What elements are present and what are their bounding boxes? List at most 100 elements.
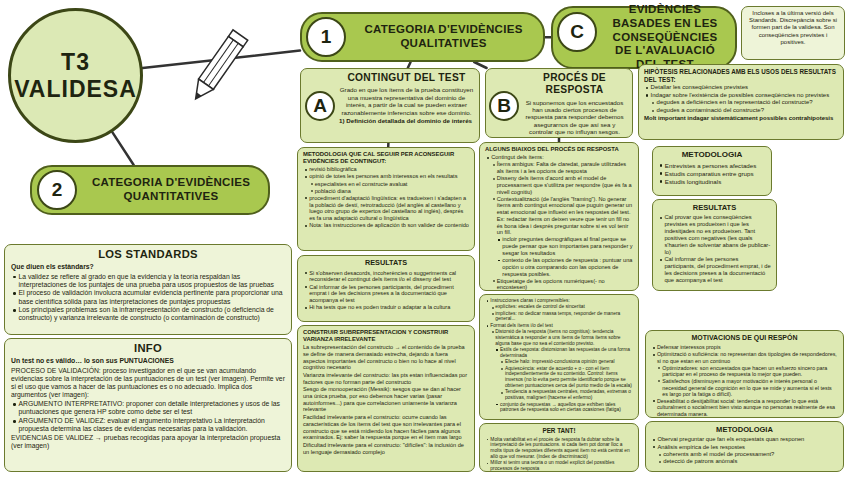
box-text: Entrevistes a persones afectades bbox=[658, 162, 766, 169]
pencil-stripe bbox=[203, 40, 233, 83]
box-text: Estudis longitudinals bbox=[658, 178, 766, 185]
box-heading: PER TANT! bbox=[485, 427, 633, 435]
info-box: MOTIVACIONS DE QUI RESPÓNDefensar intere… bbox=[645, 330, 844, 418]
text-holder: CATEGORIA D'EVIDÈNCIES QUALITATIVES bbox=[354, 23, 533, 51]
box-text: procediment d'adaptació lingüística: es … bbox=[303, 195, 469, 222]
text-holder: CATEGORIA D'EVIDÈNCIES QUANTITATIVES bbox=[84, 176, 258, 204]
box-heading: MOTIVACIONS DE QUI RESPÓN bbox=[651, 334, 838, 342]
box-text: Sesgo de monooperación (Messik): sesgos … bbox=[303, 386, 469, 413]
info-box: INFOUn test no es válido… lo son sus PUN… bbox=[4, 338, 292, 472]
box-text: coherents amb el model de processament? bbox=[651, 451, 838, 458]
connector-line bbox=[112, 132, 133, 165]
connector-line bbox=[474, 62, 486, 68]
info-box: CONSTRUIR SUBREPRESENTACION Y CONSTRUIR … bbox=[297, 325, 475, 472]
pencil-tip bbox=[188, 79, 213, 104]
box-text: conjunto de respuestas → aquellos que ex… bbox=[485, 402, 633, 414]
box-heading: CONSTRUIR SUBREPRESENTACION Y CONSTRUIR … bbox=[303, 329, 469, 343]
box-text: Disseny dels ítems d'acord amb el model … bbox=[485, 175, 633, 195]
callout-number: 1 bbox=[306, 17, 346, 57]
box-text: La subrepresentación del constructo → el… bbox=[303, 344, 469, 371]
box-text: Millor si tenim una teoria o un model ex… bbox=[485, 460, 633, 472]
box-text: El proceso de validación involucra acumu… bbox=[11, 289, 285, 305]
info-box: PROCÉS DE RESPOSTASi suponemos que los e… bbox=[485, 68, 633, 138]
callout-number: A bbox=[305, 91, 335, 121]
box-heading: METODOLOGIA bbox=[651, 425, 838, 434]
box-heading: CONTINGUT DEL TEST bbox=[339, 72, 474, 84]
text-holder: B bbox=[497, 95, 511, 118]
box-text: Grado en que los ítems de la prueba cons… bbox=[339, 86, 474, 116]
box-heading: METODOLOGIA QUE CAL SEGUIR PER ACONSEGUI… bbox=[303, 151, 469, 165]
box-text: Los principales problemas son la infrarr… bbox=[11, 306, 285, 322]
info-box: RESULTATSSi s'observen desacords, incohe… bbox=[297, 255, 475, 322]
callout-label: C bbox=[570, 21, 584, 44]
box-text: Varianza irrelevante del constructo: las… bbox=[303, 372, 469, 385]
info-box: PER TANT! Molta variabilitat en el procés… bbox=[479, 423, 639, 472]
box-text: CATEGORIA D'EVIDÈNCIES QUANTITATIVES bbox=[84, 176, 258, 204]
box-text: Obervai preguntar que fan els enquestats… bbox=[651, 436, 838, 443]
box-heading: PROCÉS DE RESPOSTA bbox=[522, 72, 627, 97]
box-text: Tendencia a respuestas centrales, modera… bbox=[485, 389, 633, 401]
box-text: degudes a deficiències en la representac… bbox=[644, 99, 838, 106]
box-text: Hi ha tests que no es poden traduir o ad… bbox=[303, 304, 469, 311]
box-text: Estudis comparatius entre grups bbox=[658, 170, 766, 177]
text-holder: 2 bbox=[52, 179, 63, 202]
box-text: Deseabilitat o desitjabilitat social: te… bbox=[651, 398, 838, 417]
pencil-body bbox=[188, 30, 247, 104]
box-text: Que diuen els estàndars? bbox=[11, 263, 285, 271]
box-text: Aquiescència: estar de acuerdo + o - con… bbox=[485, 366, 633, 389]
box-text: Contingut dels ítems: bbox=[485, 154, 633, 161]
box-heading: RESULTATS bbox=[658, 203, 771, 212]
box-text: Ítems ambigus: Falta de claredat, paraul… bbox=[485, 161, 633, 174]
box-text: PROCESO DE VALIDACIÓN: proceso investiga… bbox=[11, 367, 285, 400]
box-text: especialistes en el constructe avaluat bbox=[303, 181, 469, 188]
box-text: Si s'observen desacords, incoherències o… bbox=[303, 270, 469, 283]
box-text: Molta variabilitat en el procés de respo… bbox=[485, 437, 633, 460]
info-box: Incloses a la última versió dels Standar… bbox=[741, 6, 845, 60]
info-box: LOS STANDARDSQue diuen els estàndars?La … bbox=[4, 244, 292, 335]
box-text: Cal informar de les persones participant… bbox=[658, 256, 771, 284]
pencil-stripe bbox=[208, 43, 238, 86]
info-box: Instrucciones claras i comprensibles:exp… bbox=[479, 294, 639, 420]
callout-number: C bbox=[557, 12, 597, 52]
box-text: Un test no es válido… lo son sus PUNTUAC… bbox=[11, 357, 285, 365]
box-text: degudes a contaminació del constructe? bbox=[644, 107, 838, 114]
info-box: METODOLOGIA Entrevistes a persones afecta… bbox=[652, 146, 772, 196]
callout-label: 1 bbox=[321, 26, 332, 49]
pencil-shaft bbox=[199, 36, 244, 89]
box-text: Format dels ítems i/o del test bbox=[485, 323, 633, 329]
box-text: Anàlisis empírica de les respostes bbox=[651, 444, 838, 451]
box-text: Distorsió de la resposta (ítems no cogni… bbox=[485, 329, 633, 346]
category-band: EVIDÈNCIES BASADES EN LES CONSEQÜÈNCIES … bbox=[551, 6, 737, 69]
box-text: EVIDENCIAS DE VALIDEZ → pruebas recogida… bbox=[11, 434, 285, 450]
callout-number: 2 bbox=[37, 170, 77, 210]
box-text: població diana bbox=[303, 188, 469, 195]
callout-label: B bbox=[497, 95, 511, 118]
box-heading: METODOLOGIA bbox=[658, 150, 766, 160]
info-box: RESULTATSCal provar que les conseqüèncie… bbox=[652, 199, 777, 291]
box-text: Si suponemos que los encuestados han usa… bbox=[522, 99, 627, 136]
info-box: METODOLOGIA Obervai preguntar que fan els… bbox=[645, 421, 844, 472]
text-holder: A bbox=[313, 95, 327, 118]
central-circle: T3 VALIDESA bbox=[8, 8, 143, 143]
box-text: Satisfechos (disminuyen a mayor motivaci… bbox=[651, 378, 838, 397]
callout-label: 2 bbox=[52, 179, 63, 202]
box-heading: LOS STANDARDS bbox=[11, 248, 285, 261]
box-text: CATEGORIA D'EVIDÈNCIES QUALITATIVES bbox=[354, 23, 533, 51]
text-holder: C bbox=[570, 21, 584, 44]
box-text: EVIDÈNCIES BASADES EN LES CONSEQÜÈNCIES … bbox=[605, 3, 725, 72]
box-text: contexto de las opciones de respuesta : … bbox=[485, 257, 633, 277]
text-holder: T3 VALIDESA bbox=[2, 49, 149, 102]
info-box: ALGUNS BIAIXOS DEL PROCÉS DE RESPOSTACon… bbox=[479, 142, 639, 291]
pencil-illustration bbox=[178, 22, 258, 112]
box-text: Etiquetatge de les opcions numèriques(- … bbox=[485, 278, 633, 291]
category-band: CATEGORIA D'EVIDÈNCIES QUANTITATIVES 2 bbox=[30, 165, 270, 215]
box-text: incloir preguntes demogràfiques al final… bbox=[485, 236, 633, 256]
text-holder: EVIDÈNCIES BASADES EN LES CONSEQÜÈNCIES … bbox=[605, 3, 725, 72]
box-text: revisió bibliogràfica bbox=[303, 166, 469, 173]
box-text: Cal informar de les persones participant… bbox=[303, 284, 469, 304]
pencil-lead bbox=[193, 92, 201, 100]
box-text: detecció de patrons anòmals bbox=[651, 458, 838, 465]
box-text: Detallar les conseqüències previstes bbox=[644, 84, 838, 91]
box-text: Nota: las instrucciones de aplicación tb… bbox=[303, 222, 469, 229]
